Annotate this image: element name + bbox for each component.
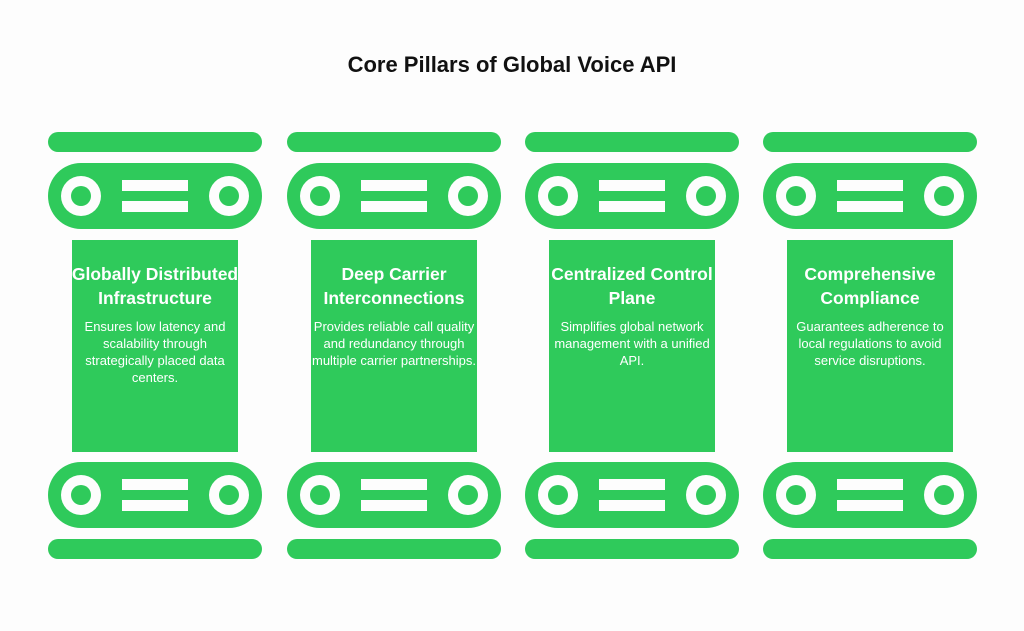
pillar-base-volute-left-eye <box>786 485 806 505</box>
pillar-capital-bar <box>122 191 188 201</box>
pillar-bottom-slab <box>525 539 739 559</box>
pillar-shaft <box>549 240 715 452</box>
pillar-capital-bar <box>599 191 665 201</box>
diagram-title: Core Pillars of Global Voice API <box>347 52 677 77</box>
pillar-heading: Globally Distributed Infrastructure <box>71 264 239 308</box>
pillar-base-volute-left-eye <box>310 485 330 505</box>
pillar-description: Provides reliable call quality and redun… <box>311 319 476 368</box>
pillar-description: Simplifies global network management wit… <box>554 319 710 368</box>
pillar-top-slab <box>287 132 501 152</box>
pillar-shaft <box>311 240 477 452</box>
pillar-text: Comprehensive Compliance Guarantees adhe… <box>785 262 955 369</box>
pillar-text: Centralized Control Plane Simplifies glo… <box>547 262 717 369</box>
pillar-base-volute-right-eye <box>458 485 478 505</box>
pillar-capital-bar <box>837 191 903 201</box>
pillar-bottom-slab <box>48 539 262 559</box>
pillar-centralized-control-plane: Centralized Control Plane Simplifies glo… <box>525 132 739 559</box>
pillar-text: Globally Distributed Infrastructure Ensu… <box>70 262 240 386</box>
pillar-capital-volute-right-eye <box>219 186 239 206</box>
pillar-base-volute-left-eye <box>71 485 91 505</box>
pillar-bottom-slab <box>287 539 501 559</box>
pillar-column-graphic <box>525 132 739 559</box>
pillar-capital-volute-right-eye <box>458 186 478 206</box>
pillar-globally-distributed-infrastructure: Globally Distributed Infrastructure Ensu… <box>48 132 262 559</box>
pillar-shaft <box>72 240 238 452</box>
pillar-heading: Comprehensive Compliance <box>804 264 936 308</box>
pillar-capital-volute-right-eye <box>934 186 954 206</box>
pillar-description: Ensures low latency and scalability thro… <box>84 319 226 385</box>
pillar-heading: Centralized Control Plane <box>551 264 713 308</box>
pillar-base-volute-right-eye <box>696 485 716 505</box>
pillar-shaft <box>787 240 953 452</box>
pillar-column-graphic <box>763 132 977 559</box>
pillar-column-graphic <box>48 132 262 559</box>
pillar-heading: Deep Carrier Interconnections <box>323 264 465 308</box>
pillar-base-bar <box>599 490 665 500</box>
pillar-bottom-slab <box>763 539 977 559</box>
pillar-comprehensive-compliance: Comprehensive Compliance Guarantees adhe… <box>763 132 977 559</box>
pillar-base-bar <box>837 490 903 500</box>
pillar-deep-carrier-interconnections: Deep Carrier Interconnections Provides r… <box>287 132 501 559</box>
pillar-top-slab <box>763 132 977 152</box>
pillar-capital-volute-left-eye <box>310 186 330 206</box>
pillar-text: Deep Carrier Interconnections Provides r… <box>309 262 479 369</box>
pillar-capital-volute-right-eye <box>696 186 716 206</box>
pillar-base-volute-right-eye <box>219 485 239 505</box>
pillar-top-slab <box>525 132 739 152</box>
pillar-capital-volute-left-eye <box>548 186 568 206</box>
pillar-top-slab <box>48 132 262 152</box>
pillar-base-volute-right-eye <box>934 485 954 505</box>
pillar-base-volute-left-eye <box>548 485 568 505</box>
pillar-capital-bar <box>361 191 427 201</box>
pillar-base-bar <box>361 490 427 500</box>
pillar-base-bar <box>122 490 188 500</box>
pillar-column-graphic <box>287 132 501 559</box>
pillar-capital-volute-left-eye <box>786 186 806 206</box>
pillar-capital-volute-left-eye <box>71 186 91 206</box>
pillar-description: Guarantees adherence to local regulation… <box>796 319 944 368</box>
